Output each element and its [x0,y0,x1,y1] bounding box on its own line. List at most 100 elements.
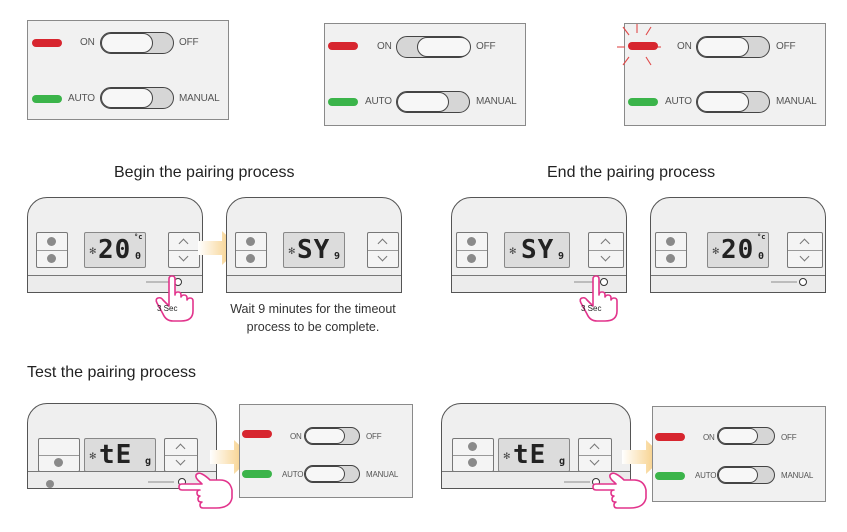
power-icon[interactable] [246,236,255,246]
chevron-down-icon[interactable] [175,455,186,466]
on-off-switch[interactable] [100,32,174,54]
chevron-down-icon[interactable] [178,251,189,261]
green-led-icon [328,98,358,106]
chevron-up-icon[interactable] [178,238,189,248]
power-icon[interactable] [54,458,63,467]
switch-panel-test-2: ON OFF AUTO MANUAL [652,406,826,502]
red-led-icon [655,433,685,441]
chevron-up-icon[interactable] [377,238,388,248]
display-temp: 20 [721,235,755,265]
chevron-down-icon[interactable] [600,251,611,261]
brand-mark [564,481,590,483]
manual-label: MANUAL [776,96,817,107]
caption-line-1: Wait 9 minutes for the timeout [230,302,396,316]
display-code: tE [99,440,133,470]
pointing-hand-icon [155,275,194,322]
display-unit: °c [134,233,143,241]
auto-label: AUTO [695,471,717,480]
left-button-block [655,232,687,268]
fan-icon[interactable] [47,253,56,263]
lcd-display: ✻ tE g [498,438,570,472]
display-code: SY [297,235,331,265]
power-icon[interactable] [467,236,476,246]
brand-mark [771,281,797,283]
power-icon [46,480,54,488]
chevron-down-icon[interactable] [799,251,810,261]
power-icon[interactable] [47,236,56,246]
right-button-block [367,232,399,268]
right-button-block [578,438,612,472]
switch-panel-3: ON OFF AUTO MANUAL [617,23,826,126]
auto-manual-switch[interactable] [696,91,770,113]
chevron-up-icon[interactable] [799,238,810,248]
left-button-block [235,232,267,268]
chevron-down-icon[interactable] [377,251,388,261]
auto-label: AUTO [282,470,304,479]
fan-icon: ✻ [288,246,296,256]
on-label: ON [703,433,715,442]
fan-icon: ✻ [89,246,97,256]
switch-panel-test-1: ON OFF AUTO MANUAL [239,404,413,498]
manual-label: MANUAL [179,93,220,104]
on-label: ON [290,432,302,441]
display-unit: °c [757,233,766,241]
auto-manual-switch[interactable] [304,465,360,483]
fan-icon[interactable] [468,458,477,467]
green-led-icon [628,98,658,106]
fan-icon[interactable] [467,253,476,263]
right-button-block [164,438,198,472]
display-suffix: 9 [334,251,341,262]
fan-icon[interactable] [666,253,675,263]
press-duration-label: 3 Sec [157,304,178,313]
pairing-button[interactable] [600,278,608,286]
manual-label: MANUAL [781,471,814,480]
display-code: tE [513,440,547,470]
begin-pairing-title: Begin the pairing process [114,164,295,181]
pointing-hand-icon [592,472,647,509]
thermostat-done: ✻ 20 0 °c [650,197,826,293]
auto-manual-switch[interactable] [396,91,470,113]
thermostat-pairing: ✻ SY 9 [226,197,402,293]
off-label: OFF [179,37,199,48]
pointing-hand-icon [178,472,233,509]
manual-label: MANUAL [366,470,399,479]
fan-icon: ✻ [89,451,97,461]
lcd-display: ✻ SY 9 [283,232,345,268]
end-pairing-title: End the pairing process [547,164,716,181]
off-label: OFF [781,433,797,442]
fan-icon[interactable] [246,253,255,263]
off-label: OFF [776,41,796,52]
press-duration-label: 3 Sec [581,304,602,313]
display-suffix: g [145,456,152,467]
test-pairing-title: Test the pairing process [27,364,196,381]
power-icon[interactable] [468,442,477,451]
chevron-up-icon[interactable] [175,443,186,454]
red-led-icon [628,42,658,50]
on-off-switch[interactable] [304,427,360,445]
on-off-switch[interactable] [696,36,770,58]
auto-manual-switch[interactable] [100,87,174,109]
power-icon[interactable] [666,236,675,246]
green-led-icon [655,472,685,480]
auto-label: AUTO [68,93,95,104]
chevron-up-icon[interactable] [589,443,600,454]
manual-label: MANUAL [476,96,517,107]
thermostat-test-2: ✻ tE g [441,403,631,489]
right-button-block [787,232,823,268]
chevron-up-icon[interactable] [600,238,611,248]
green-led-icon [32,95,62,103]
left-button-block [36,232,68,268]
chevron-down-icon[interactable] [589,455,600,466]
pairing-button[interactable] [799,278,807,286]
auto-manual-switch[interactable] [717,466,775,484]
on-label: ON [377,41,392,52]
on-off-switch[interactable] [396,36,471,58]
brand-mark [146,281,172,283]
pointing-hand-icon [579,275,618,322]
thermostat-test-1: ✻ tE g [27,403,217,489]
on-label: ON [80,37,95,48]
brand-mark [574,281,600,283]
lcd-display: ✻ tE g [84,438,156,472]
on-off-switch[interactable] [717,427,775,445]
display-decimal: 0 [135,251,142,262]
